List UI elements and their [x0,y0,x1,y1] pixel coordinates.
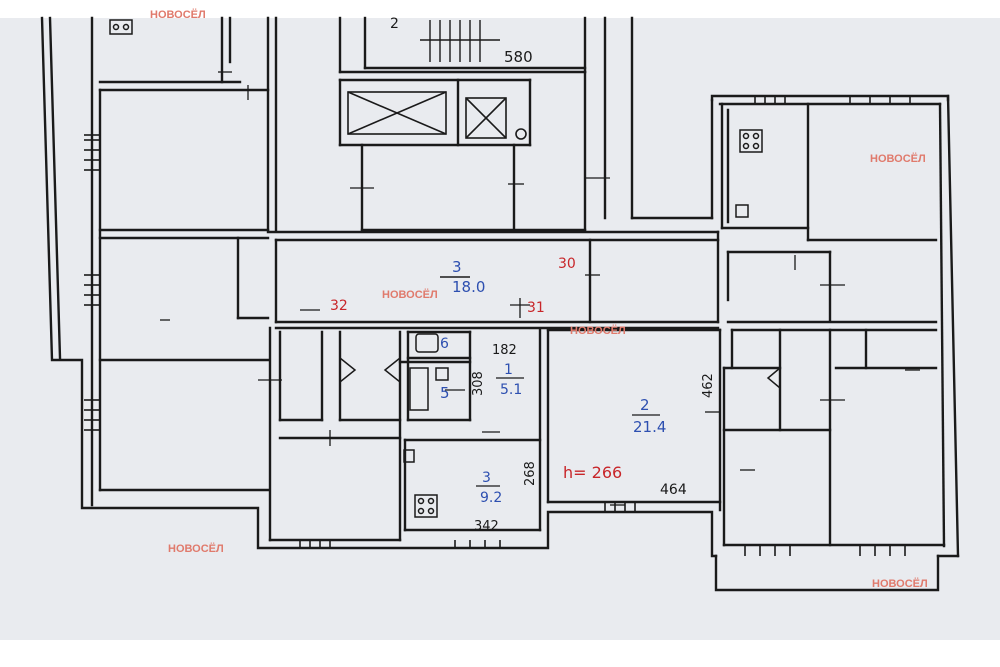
toilet-icon [435,367,449,381]
hall-area: 5.1 [500,382,522,398]
top-dimension: 580 [504,48,533,66]
kitchen-area: 9.2 [480,490,502,506]
dimension-464: 464 [660,482,687,498]
top-room-number: 2 [390,16,399,32]
room2-area: 21.4 [633,418,666,436]
sink-icon [735,204,749,218]
stair-treads [420,20,500,62]
watermark-logo: НОВОСЁЛ [570,324,626,337]
watermark-logo: НОВОСЁЛ [872,577,928,590]
hall-number: 1 [504,362,513,378]
bottom-edge-band [0,640,1000,667]
watermark-logo: НОВОСЁЛ [150,8,206,21]
walls [40,16,960,592]
room3-area: 18.0 [452,278,485,296]
wc-number: 5 [440,384,450,402]
dimension-308: 308 [471,371,486,396]
garbage-chute-icon [515,128,527,140]
dimension-268: 268 [523,461,538,486]
ceiling-height: h= 266 [563,463,622,482]
door-swing-icon [339,357,357,383]
stove-icon [109,19,133,35]
elevator-shafts [347,91,527,140]
plan-labels: 2 580 3 18.0 30 32 31 6 5 182 308 1 5.1 … [330,16,716,534]
window-marks [84,96,911,556]
stove-icon [739,129,763,153]
top-edge-band [0,0,1000,18]
fixtures [109,19,781,518]
red-label-32: 32 [330,298,348,314]
dimension-462: 462 [701,373,716,398]
sink-icon [403,449,415,463]
bathroom-number: 6 [440,336,449,352]
dimension-182: 182 [492,343,517,358]
door-swing-icon [766,367,781,389]
red-label-30: 30 [558,256,576,272]
watermark-logo: НОВОСЁЛ [168,542,224,555]
room2-number: 2 [640,396,650,414]
kitchen-number: 3 [482,470,491,486]
bathtub-icon [409,367,429,411]
watermark-logo: НОВОСЁЛ [382,288,438,301]
red-label-31: 31 [527,300,545,316]
dimension-342: 342 [474,519,499,534]
room-cross-marks [160,71,920,506]
watermarks: НОВОСЁЛ НОВОСЁЛ НОВОСЁЛ НОВОСЁЛ НОВОСЁЛ … [150,8,928,590]
stove-icon [414,494,438,518]
room3-number: 3 [452,258,462,276]
watermark-logo: НОВОСЁЛ [870,152,926,165]
elevator-shaft-small [465,97,507,139]
elevator-shaft-large [347,91,447,135]
washbasin-icon [415,333,439,353]
door-swing-icon [383,357,401,383]
